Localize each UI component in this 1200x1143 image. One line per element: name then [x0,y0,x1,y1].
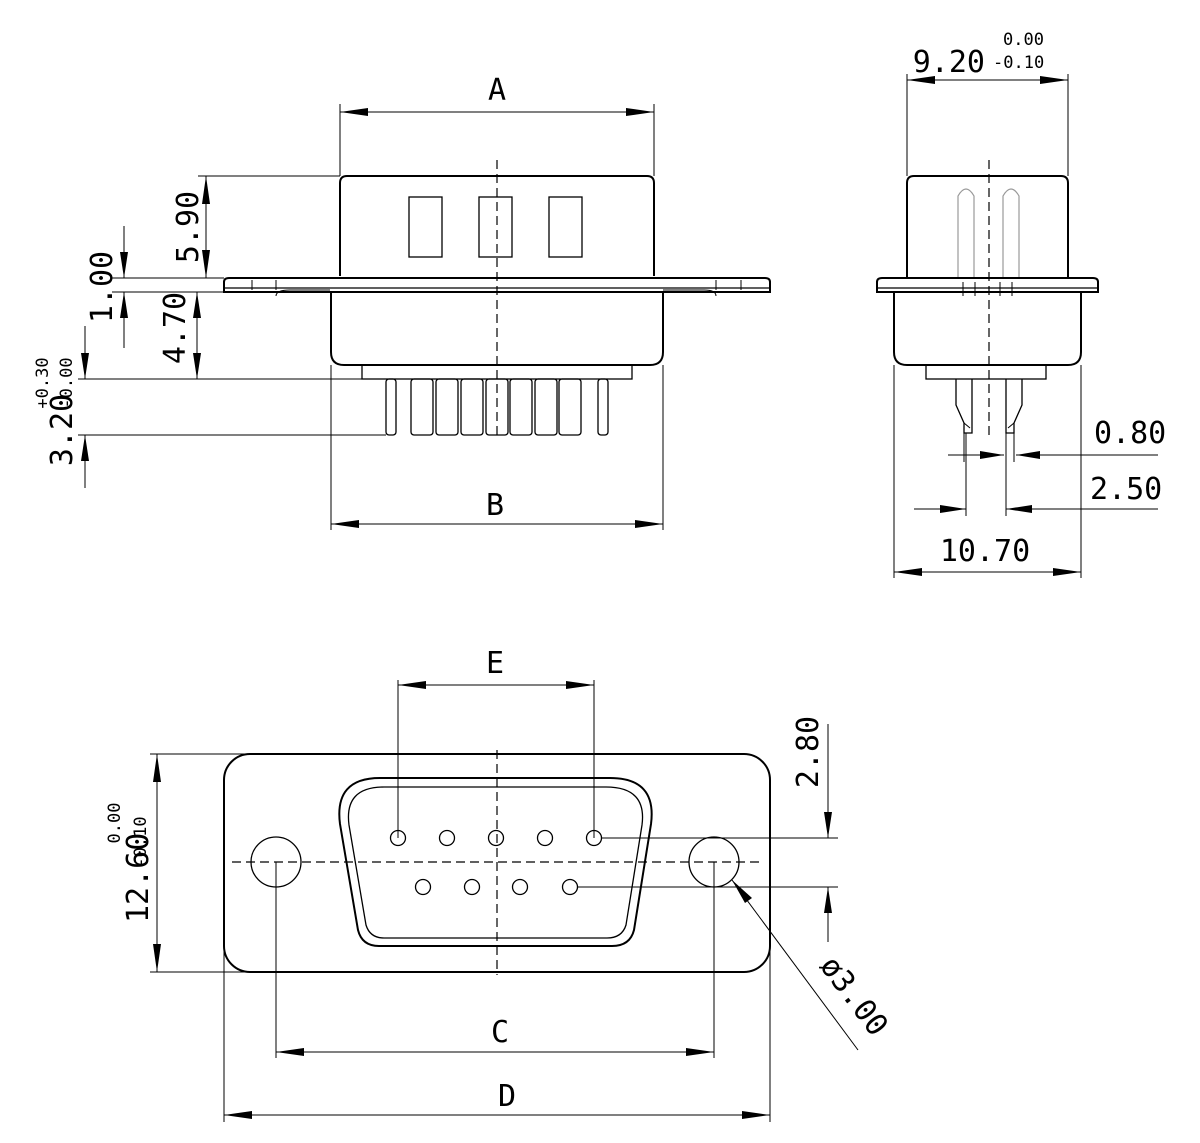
label-c: C [491,1015,509,1050]
side-pin-right [1005,379,1023,434]
side-lower-body [893,292,1082,366]
side-view: 9.20 0.00 -0.10 0.80 2.50 10.70 [876,30,1166,578]
pin-holes-top-row [389,829,603,847]
dim-side-width-tol-lower: -0.10 [993,53,1044,73]
dim-pin-width: 0.80 [1094,416,1166,451]
dim-lower-body: 4.70 [158,292,193,364]
dim-side-body-width: 10.70 [940,534,1030,569]
front-elevation-view: A B 5.90 1.00 4.70 3.20 [33,73,771,530]
dim-hole-diameter: ø3.00 [812,950,894,1043]
dim-side-width: 9.20 [913,45,985,80]
side-pin-left [955,379,973,434]
flange [223,277,771,293]
side-upper-shell [906,175,1069,278]
dim-flange-thickness: 1.00 [85,251,120,323]
dim-pin-length-tol-plus: +0.30 [33,357,53,408]
slot-left [408,196,443,258]
d-shell-inner [347,786,644,939]
dim-shell-height: 5.90 [171,191,206,263]
slot-center [478,196,513,258]
dim-side-width-tol-upper: 0.00 [1003,30,1044,50]
dim-pin-length-tol-minus: -0.00 [57,357,77,408]
dim-front-height: 12.60 [121,833,156,923]
label-b: B [486,488,504,523]
dim-pin-pitch: 2.50 [1090,472,1162,507]
side-flange [876,277,1099,293]
pin-holes-bottom-row [414,878,579,896]
pin-row-side [385,378,609,436]
label-d: D [498,1079,516,1114]
dim-pin-length: 3.20 [45,394,80,466]
dim-front-height-tol-upper: 0.00 [105,803,125,844]
face-view: E C D 12.60 0.00 -0.10 2.80 [105,646,895,1122]
d-shell-outer [338,777,653,947]
slot-right [548,196,583,258]
dim-row-spacing: 2.80 [791,716,826,788]
side-base-plate [925,364,1047,380]
label-a: A [488,73,506,108]
label-e: E [486,646,504,681]
dim-front-height-tol-lower: -0.10 [131,816,151,867]
